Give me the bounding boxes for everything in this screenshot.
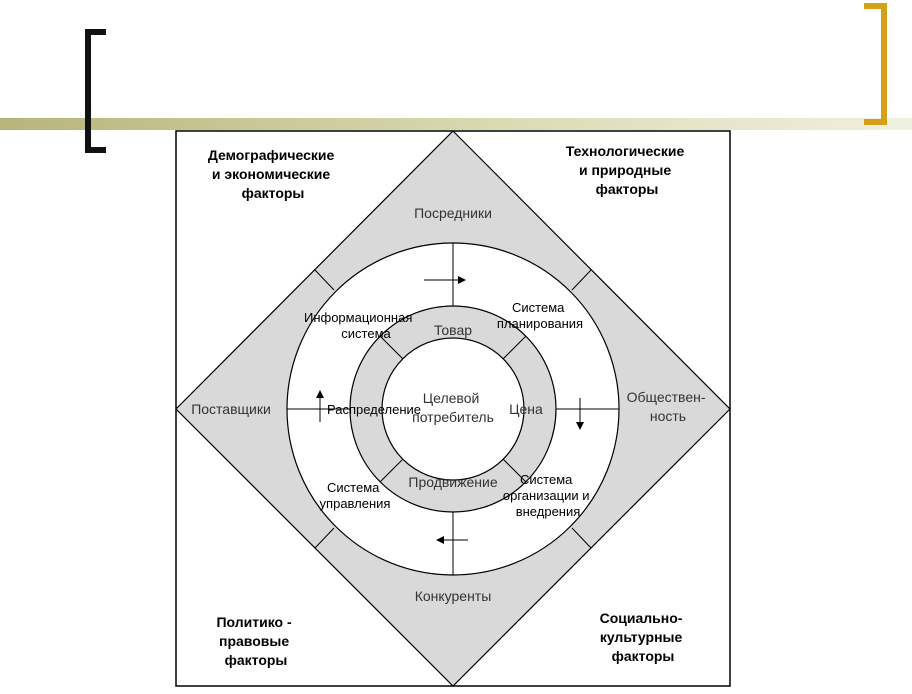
- arrow-down-icon: [576, 398, 584, 430]
- label-control-system: Система управления: [320, 480, 391, 511]
- label-planning-system: Система планирования: [497, 300, 583, 331]
- label-posredniki: Посредники: [414, 205, 492, 221]
- label-postavshchiki: Поставщики: [191, 401, 271, 417]
- label-tovar: Товар: [434, 322, 472, 338]
- corner-bottom-right: Социально- культурные факторы: [600, 610, 687, 664]
- arrow-left-icon: [436, 536, 468, 544]
- arrow-right-icon: [424, 276, 466, 284]
- label-prodvizhenie: Продвижение: [408, 474, 497, 490]
- label-tsena: Цена: [509, 401, 543, 417]
- label-org-system: Система организации и внедрения: [503, 472, 593, 519]
- corner-top-left: Демографические и экономические факторы: [208, 147, 338, 201]
- corner-top-right: Технологические и природные факторы: [566, 143, 688, 197]
- label-target-consumer: Целевой потребитель: [412, 390, 494, 425]
- label-konkurenty: Конкуренты: [415, 588, 492, 604]
- label-info-system: Информационная система: [304, 310, 416, 341]
- left-bracket-icon: [85, 29, 106, 153]
- label-obshchestvennost: Обществен- ность: [627, 389, 710, 424]
- title-bar: [0, 118, 912, 130]
- corner-bottom-left: Политико - правовые факторы: [216, 614, 295, 668]
- arrow-up-icon: [316, 390, 324, 422]
- label-raspredelenie: Распределение: [327, 402, 421, 417]
- center-circle: [381, 337, 525, 481]
- right-bracket-icon: [864, 3, 887, 125]
